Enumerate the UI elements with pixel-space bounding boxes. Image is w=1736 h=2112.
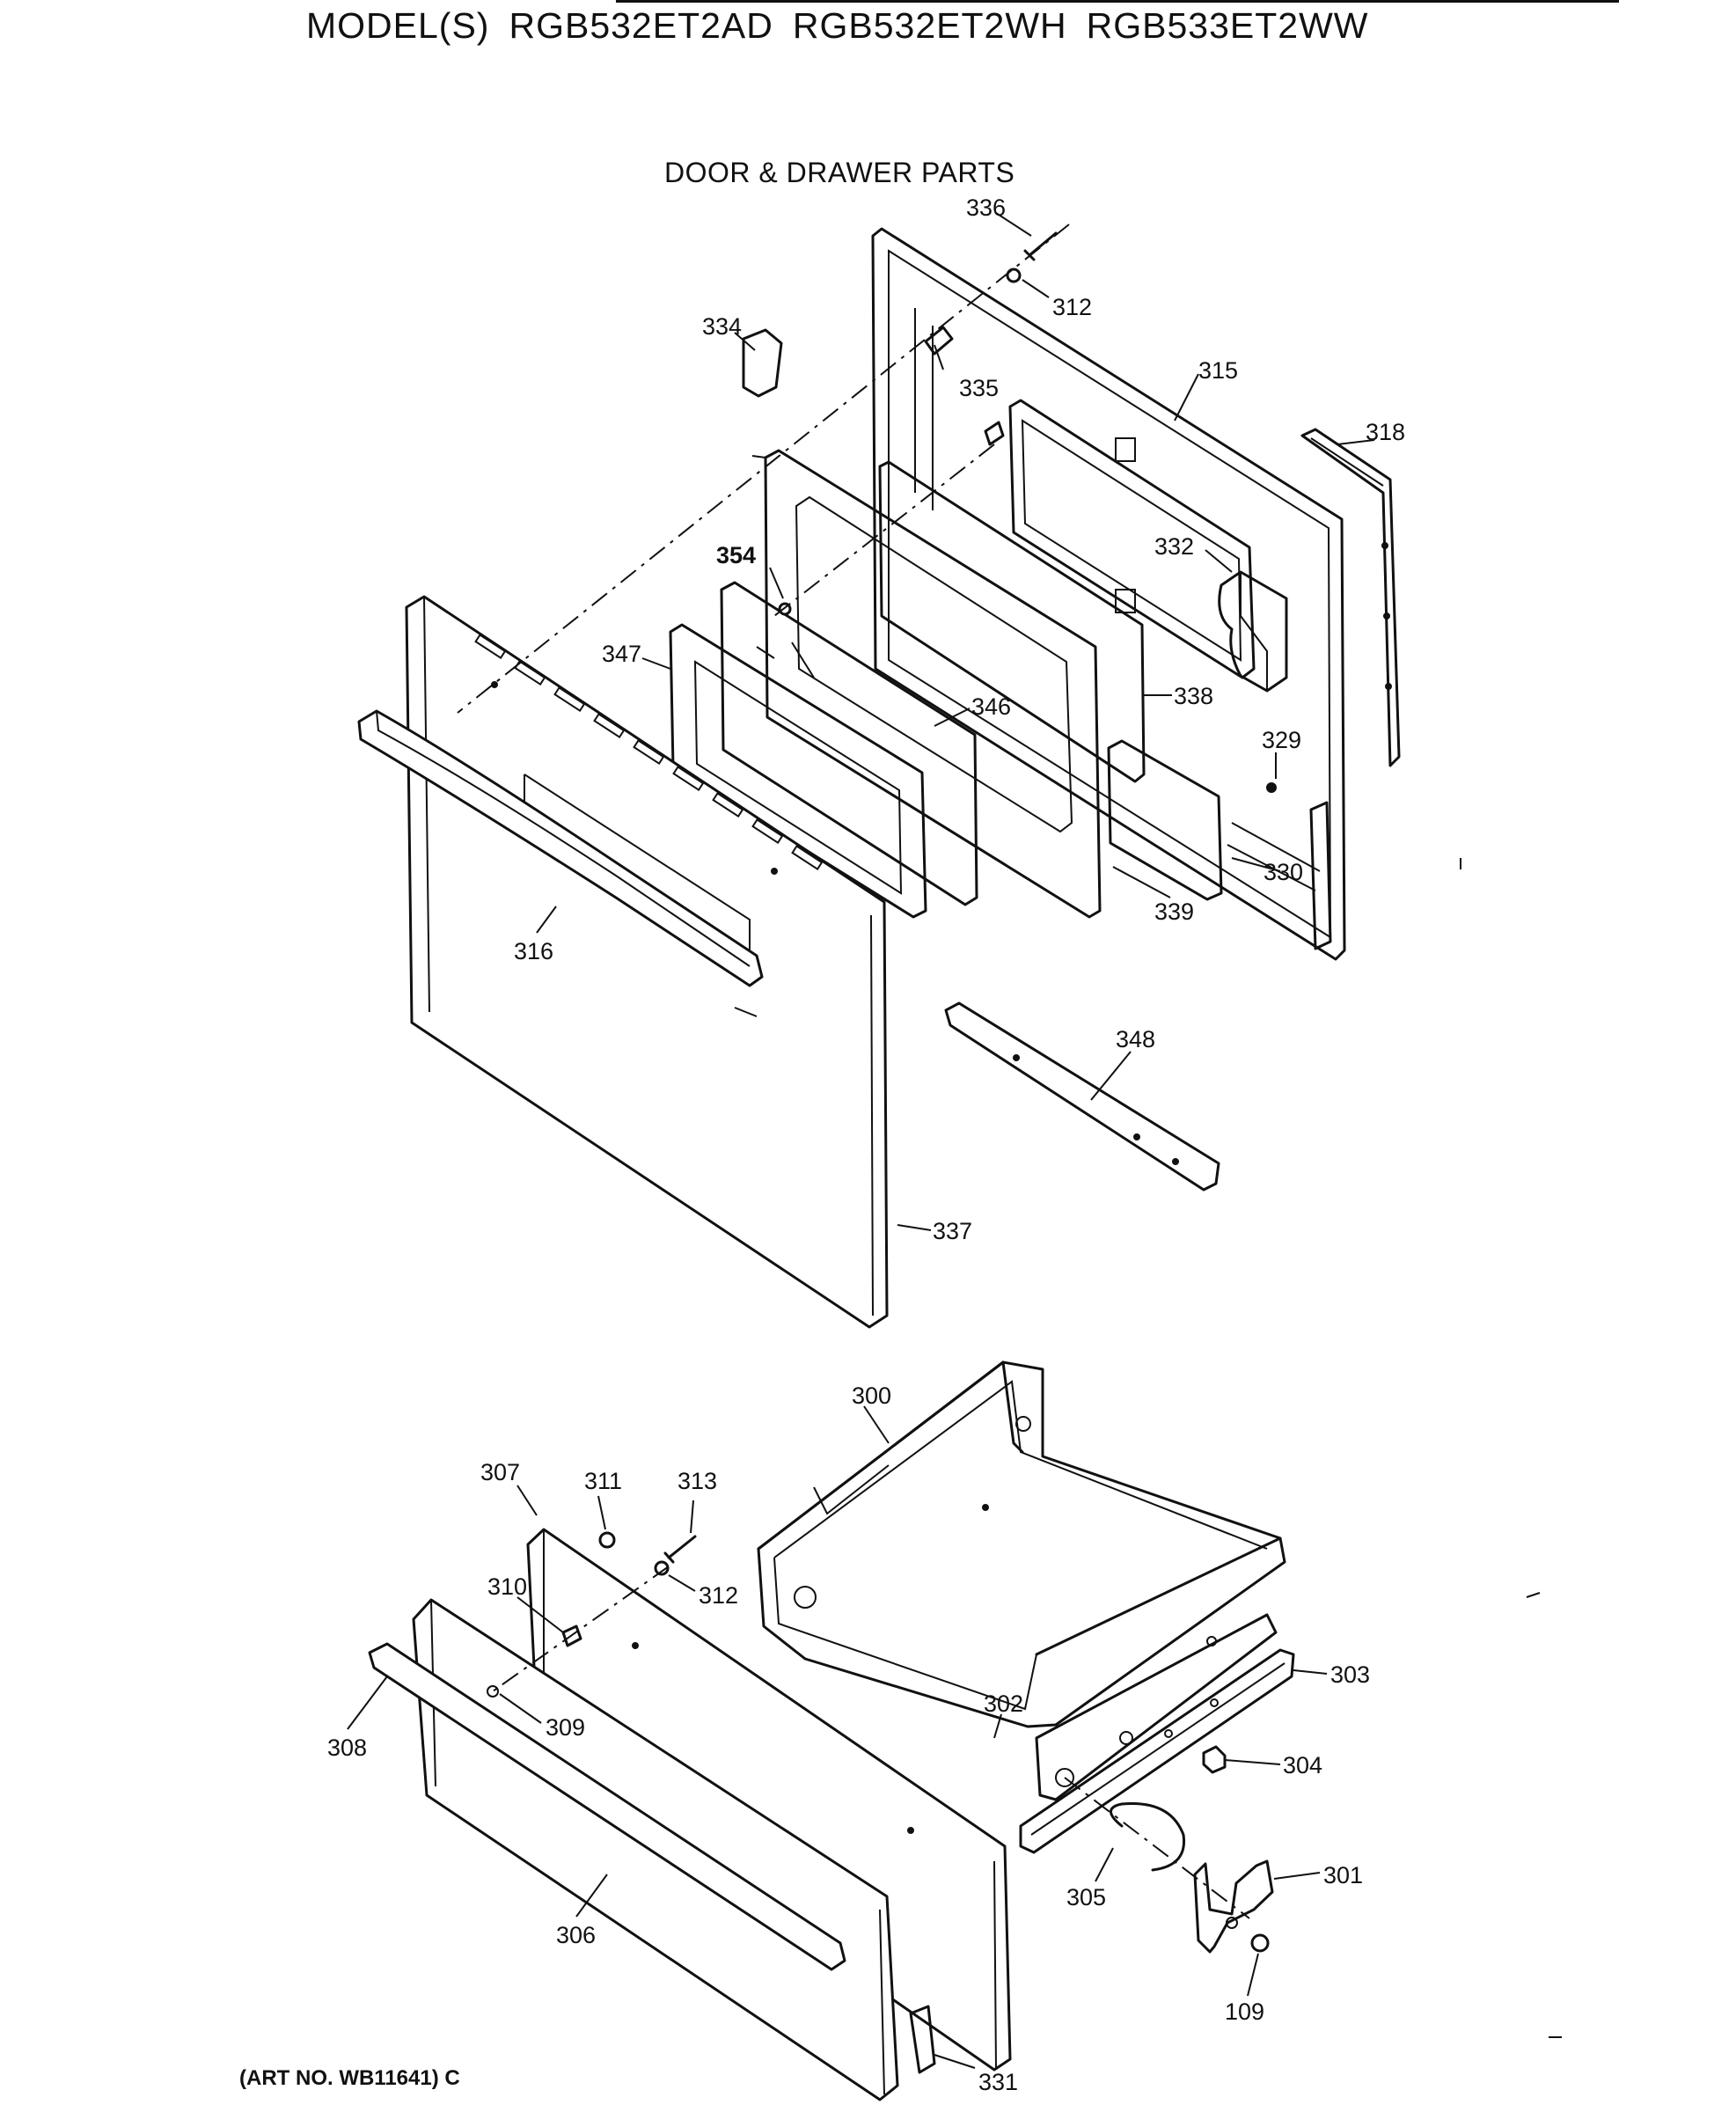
part-label-347: 347 bbox=[602, 641, 641, 667]
door-gasket bbox=[1300, 428, 1401, 767]
insulation-block bbox=[1218, 570, 1288, 693]
bracket-screw bbox=[1250, 1933, 1270, 1953]
scan-mark bbox=[1526, 1592, 1541, 1598]
part-label-334: 334 bbox=[702, 313, 742, 340]
part-label-302: 302 bbox=[984, 1690, 1023, 1717]
drawer-hardware bbox=[598, 1531, 697, 1576]
part-label-304: 304 bbox=[1283, 1752, 1322, 1778]
art-number: (ART NO. WB11641) C bbox=[239, 2066, 460, 2090]
drawer-roller bbox=[1202, 1745, 1227, 1774]
door-hardware bbox=[742, 231, 1058, 616]
model-number: RGB532ET2WH bbox=[792, 5, 1067, 46]
vent-slots bbox=[474, 634, 824, 870]
part-label-109: 109 bbox=[1225, 1998, 1264, 2025]
part-label-307: 307 bbox=[480, 1459, 520, 1485]
model-prefix: MODEL(S) bbox=[306, 5, 490, 46]
part-label-346: 346 bbox=[971, 693, 1011, 720]
wire-clip bbox=[1110, 1801, 1186, 1872]
drawer-side-panel bbox=[1035, 1613, 1278, 1801]
door-hinge bbox=[1227, 782, 1332, 950]
diagram-title: DOOR & DRAWER PARTS bbox=[664, 157, 1015, 188]
model-number: RGB532ET2AD bbox=[509, 5, 773, 46]
drawer-bracket bbox=[1193, 1859, 1274, 1954]
part-label-335: 335 bbox=[959, 375, 999, 401]
inner-door-liner bbox=[871, 227, 1346, 961]
header-rule bbox=[616, 0, 1619, 3]
part-label-315: 315 bbox=[1198, 357, 1238, 384]
part-label-330: 330 bbox=[1264, 859, 1303, 885]
door-handle bbox=[357, 709, 764, 1017]
alignment-line bbox=[457, 224, 1070, 714]
part-label-310: 310 bbox=[487, 1573, 527, 1600]
drawer-trim bbox=[368, 1642, 846, 1971]
drawer-body bbox=[757, 1360, 1286, 1728]
part-label-338: 338 bbox=[1174, 683, 1213, 709]
drawer-clip bbox=[561, 1624, 582, 1647]
part-label-312: 312 bbox=[699, 1582, 738, 1609]
part-label-316: 316 bbox=[514, 938, 553, 964]
heat-shield bbox=[1107, 739, 1223, 901]
part-label-300: 300 bbox=[852, 1382, 891, 1409]
part-label-318: 318 bbox=[1366, 419, 1405, 445]
part-label-301: 301 bbox=[1323, 1862, 1363, 1888]
part-label-348: 348 bbox=[1116, 1026, 1155, 1052]
part-label-309: 309 bbox=[546, 1714, 585, 1741]
door-glass-inner bbox=[878, 460, 1146, 783]
part-label-331: 331 bbox=[978, 2069, 1018, 2095]
drawer-slide-rail bbox=[1019, 1648, 1295, 1854]
part-label-306: 306 bbox=[556, 1922, 596, 1948]
part-label-313: 313 bbox=[678, 1468, 717, 1494]
part-label-332: 332 bbox=[1154, 533, 1194, 560]
part-label-305: 305 bbox=[1066, 1884, 1106, 1910]
part-label-336: 336 bbox=[966, 194, 1006, 221]
door-rail bbox=[944, 1001, 1220, 1192]
door-glass-outer bbox=[720, 581, 978, 906]
part-label-303: 303 bbox=[1330, 1661, 1370, 1688]
drawer-end-cap bbox=[909, 2005, 936, 2074]
part-label-329: 329 bbox=[1262, 727, 1301, 753]
outer-door-panel bbox=[405, 595, 889, 1329]
part-label-354: 354 bbox=[716, 542, 756, 568]
part-label-311: 311 bbox=[584, 1468, 622, 1494]
door-inner-frame bbox=[751, 449, 1102, 919]
part-label-339: 339 bbox=[1154, 898, 1194, 925]
model-number: RGB533ET2WW bbox=[1086, 5, 1369, 46]
alignment-line bbox=[1064, 1777, 1250, 1919]
part-label-337: 337 bbox=[933, 1218, 972, 1244]
leader-lines bbox=[347, 212, 1375, 2069]
part-label-308: 308 bbox=[327, 1734, 367, 1761]
part-label-312: 312 bbox=[1052, 294, 1092, 320]
alignment-line bbox=[773, 444, 995, 617]
model-header: MODEL(S) RGB532ET2AD RGB532ET2WH RGB533ET2W… bbox=[306, 5, 1388, 47]
